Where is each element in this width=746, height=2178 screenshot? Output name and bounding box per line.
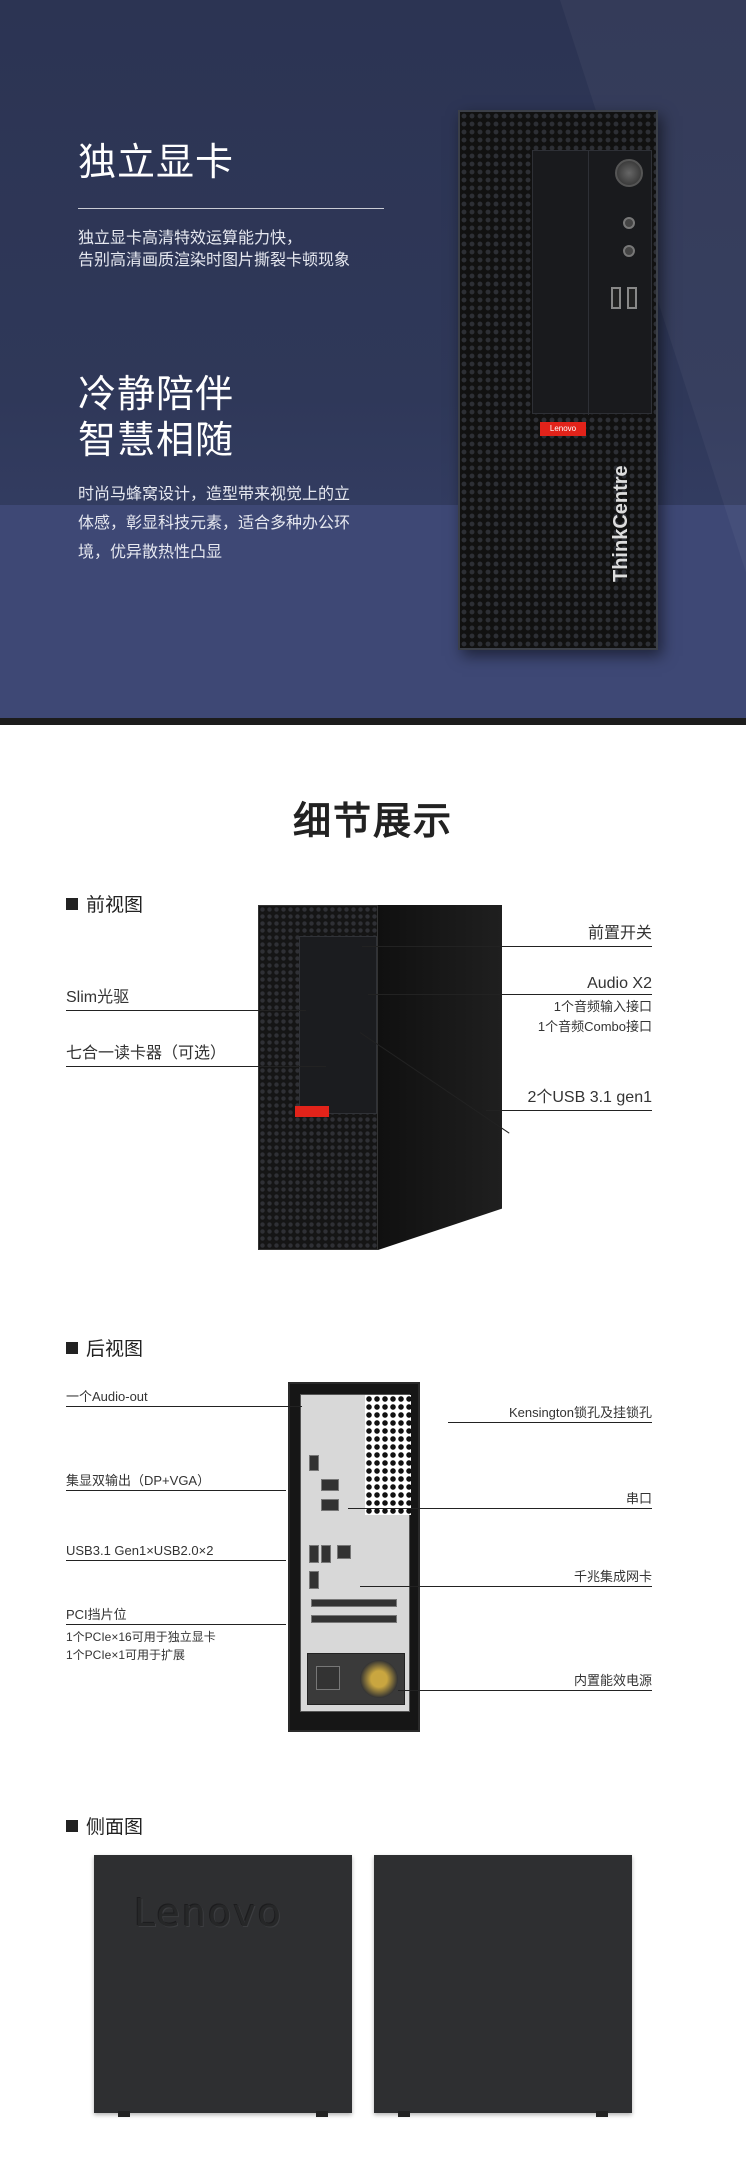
label-pcie-x16: 1个PCIe×16可用于独立显卡 — [66, 1630, 216, 1644]
leader-line — [368, 994, 652, 995]
hero-desc-gpu-line2: 告别高清画质渲染时图片撕裂卡顿现象 — [78, 252, 351, 269]
audio-jack-icon — [623, 217, 635, 229]
label-power-switch: 前置开关 — [587, 925, 652, 942]
front-view-heading-text: 前视图 — [86, 895, 144, 916]
label-audio: Audio X2 — [587, 975, 652, 992]
leader-line — [398, 1690, 652, 1691]
front-view-image — [258, 905, 502, 1253]
label-rear-usb: USB3.1 Gen1×USB2.0×2 — [66, 1543, 214, 1558]
vga-port-icon — [321, 1479, 339, 1491]
usb-port-icon — [321, 1545, 331, 1563]
rear-view-heading: 后视图 — [66, 1334, 143, 1361]
psu-module — [307, 1653, 405, 1705]
label-pci: PCI挡片位 — [66, 1607, 127, 1622]
square-bullet-icon — [66, 1819, 78, 1832]
pci-slot-icon — [311, 1615, 397, 1623]
leader-line — [66, 1490, 286, 1491]
hero-desc-design-line2: 体感，彰显科技元素，适合多种办公环 — [78, 515, 351, 532]
ethernet-port-icon — [337, 1545, 351, 1559]
leader-line — [448, 1422, 652, 1423]
rear-vent — [365, 1395, 411, 1515]
label-audio-combo: 1个音频Combo接口 — [537, 1019, 652, 1034]
usb-port-icon — [611, 287, 621, 309]
optical-drive-panel — [532, 150, 652, 415]
power-button-icon — [615, 159, 643, 187]
rear-io-plate — [300, 1394, 411, 1712]
side-panel-left: Lenovo — [94, 1855, 352, 2117]
psu-fan-icon — [360, 1660, 398, 1698]
square-bullet-icon — [66, 1341, 78, 1354]
hero-desc-design-line1: 时尚马蜂窝设计，造型带来视觉上的立 — [78, 486, 351, 503]
dp-port-icon — [309, 1455, 319, 1471]
leader-line — [360, 1586, 652, 1587]
label-kensington: Kensington锁孔及挂锁孔 — [508, 1405, 652, 1420]
leader-line — [66, 1066, 326, 1067]
square-bullet-icon — [66, 897, 78, 910]
hero-title-gpu: 独立显卡 — [78, 142, 235, 184]
lenovo-embossed-logo: Lenovo — [134, 1891, 283, 1935]
rear-view-image — [288, 1382, 420, 1732]
foot — [398, 2111, 410, 2117]
serial-port-icon — [321, 1499, 339, 1511]
side-view-heading: 侧面图 — [66, 1812, 143, 1839]
label-pcie-x1: 1个PCIe×1可用于扩展 — [66, 1648, 186, 1662]
pci-slot-icon — [311, 1599, 397, 1607]
leader-line — [66, 1624, 286, 1625]
details-title: 细节展示 — [292, 801, 453, 843]
label-lan: 千兆集成网卡 — [573, 1569, 652, 1584]
leader-line — [66, 1560, 286, 1561]
label-display-out: 集显双输出（DP+VGA） — [66, 1473, 211, 1488]
front-side-panel — [378, 905, 502, 1250]
hero-divider — [78, 208, 384, 209]
rear-view-heading-text: 后视图 — [86, 1339, 144, 1360]
label-audio-out: 一个Audio-out — [66, 1389, 148, 1404]
side-view-heading-text: 侧面图 — [86, 1817, 144, 1838]
foot — [118, 2111, 130, 2117]
label-card-reader: 七合一读卡器（可选） — [66, 1045, 227, 1062]
lenovo-badge: Lenovo — [540, 422, 586, 436]
leader-line — [66, 1010, 306, 1011]
leader-line — [66, 1406, 302, 1407]
leader-line — [348, 1508, 652, 1509]
label-slim-drive: Slim光驱 — [66, 989, 130, 1006]
audio-combo-jack-icon — [623, 245, 635, 257]
label-psu: 内置能效电源 — [573, 1673, 652, 1688]
hero-banner: 独立显卡 独立显卡高清特效运算能力快， 告别高清画质渲染时图片撕裂卡顿现象 冷静… — [0, 0, 746, 725]
hero-bottom-rule — [0, 718, 746, 725]
front-face — [258, 905, 378, 1250]
front-lenovo-badge — [295, 1106, 329, 1117]
usb-port-icon — [627, 287, 637, 309]
front-drive-panel — [299, 936, 377, 1114]
hero-title-quiet-line1: 冷静陪伴 — [78, 374, 235, 416]
pc-tower-image: Lenovo ThinkCentre — [458, 110, 658, 650]
usb-port-icon — [309, 1571, 319, 1589]
hero-title-quiet-line2: 智慧相随 — [78, 420, 235, 462]
foot — [596, 2111, 608, 2117]
side-panel-right — [374, 1855, 632, 2117]
leader-line — [486, 1110, 652, 1111]
label-audio-in: 1个音频输入接口 — [553, 999, 652, 1014]
thinkcentre-logo: ThinkCentre — [610, 465, 632, 582]
label-front-usb: 2个USB 3.1 gen1 — [527, 1089, 652, 1106]
power-socket-icon — [316, 1666, 340, 1690]
foot — [316, 2111, 328, 2117]
drive-slot — [543, 151, 589, 415]
hero-desc-gpu-line1: 独立显卡高清特效运算能力快， — [78, 230, 303, 247]
hero-desc-design-line3: 境，优异散热性凸显 — [78, 544, 223, 561]
label-serial: 串口 — [625, 1491, 652, 1506]
leader-line — [362, 946, 652, 947]
front-view-heading: 前视图 — [66, 890, 143, 917]
usb-port-icon — [309, 1545, 319, 1563]
